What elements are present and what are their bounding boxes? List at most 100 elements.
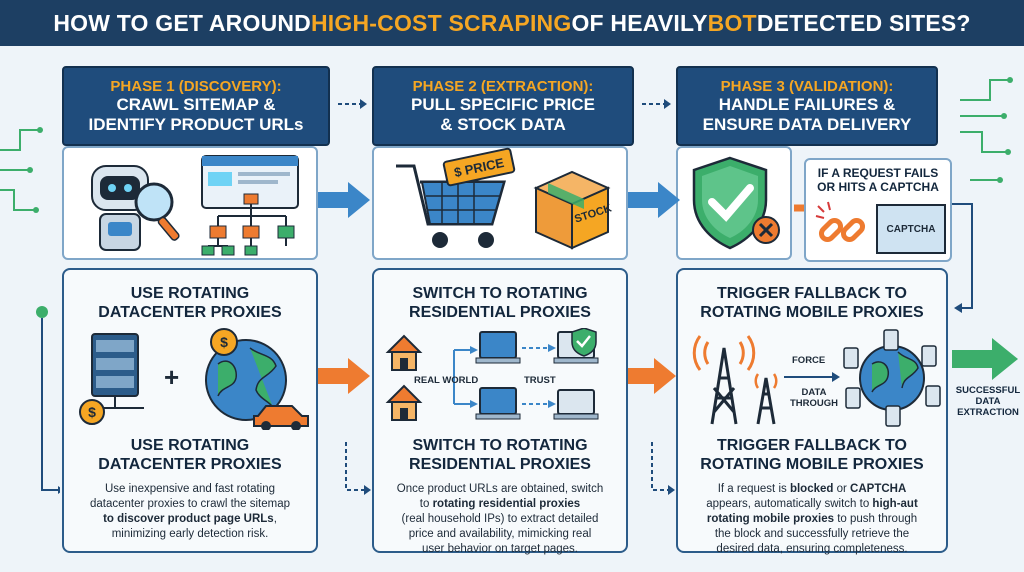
- phase-2-illustration: $ PRICE STOCK: [372, 146, 628, 260]
- phase-1-body-bold: to discover product page URLs: [103, 512, 274, 525]
- phase-1-solution: USE ROTATING DATACENTER PROXIES $ + $ US…: [62, 268, 318, 553]
- server-icon: $: [79, 333, 144, 425]
- phase-2-solution-heading2-line-2: RESIDENTIAL PROXIES: [409, 456, 591, 474]
- residential-flow-diagram: [385, 328, 599, 421]
- phase-2-title-line-2: & STOCK DATA: [440, 114, 566, 134]
- laptop-icon: [475, 331, 599, 420]
- phase-3-body-line-3-rest: to push through: [834, 512, 918, 525]
- phase-2-header: PHASE 2 (EXTRACTION): PULL SPECIFIC PRIC…: [372, 66, 634, 146]
- phase-3-illustration: [676, 146, 792, 260]
- dashed-connector-2: [651, 442, 675, 495]
- success-line-3: EXTRACTION: [957, 406, 1019, 418]
- plus-icon: +: [164, 362, 180, 392]
- phase-3-title-line-2: ENSURE DATA DELIVERY: [702, 114, 912, 134]
- phase-3-solution: TRIGGER FALLBACK TO ROTATING MOBILE PROX…: [676, 268, 948, 555]
- robot-icon: [91, 165, 180, 251]
- phase-3-solution-heading2-line-1: TRIGGER FALLBACK TO: [717, 437, 907, 454]
- success-label: SUCCESSFUL DATA EXTRACTION: [952, 385, 1024, 419]
- phase-1-header: PHASE 1 (DISCOVERY): CRAWL SITEMAP & IDE…: [62, 66, 330, 146]
- phase-1-illustration: [62, 146, 318, 260]
- cell-tower-icon: [692, 335, 778, 425]
- success-line-2: DATA: [975, 395, 1001, 407]
- puzzle-icon: CAPTCHA: [876, 204, 946, 254]
- phase-2-solution-heading-line-1: SWITCH TO ROTATING: [412, 285, 588, 302]
- phase-1-description: Use inexpensive and fast rotating datace…: [76, 482, 304, 542]
- failure-label-line-2: OR HITS A CAPTCHA: [817, 180, 939, 195]
- phase-1-solution-heading-line-2: DATACENTER PROXIES: [98, 304, 282, 322]
- phase-3-description: If a request is blocked or CAPTCHA appea…: [690, 482, 934, 557]
- shield-check-icon: [553, 328, 599, 364]
- solution-arrow-1-2: [318, 358, 370, 394]
- solution-arrow-2-3: [628, 358, 676, 394]
- circuit-decoration-left: [0, 127, 60, 494]
- phase-2-body-line-5: user behavior on target pages.: [422, 542, 578, 555]
- shield-x-icon: [692, 156, 780, 250]
- flow-label-through: THROUGH: [790, 397, 839, 409]
- cart-icon: [396, 164, 506, 248]
- sitemap-icon: [201, 155, 299, 256]
- phase-3-solution-heading2-line-2: ROTATING MOBILE PROXIES: [700, 456, 924, 474]
- phase-2-solution-heading2-line-1: SWITCH TO ROTATING: [412, 437, 588, 454]
- phase-1-body-line-4: minimizing early detection risk.: [111, 527, 269, 540]
- title-part-1: HOW TO GET AROUND: [53, 9, 311, 36]
- phase-3-solution-heading-line-1: TRIGGER FALLBACK TO: [717, 285, 907, 302]
- flow-label-trust: TRUST: [524, 375, 556, 386]
- phase-2-solution: SWITCH TO ROTATING RESIDENTIAL PROXIES R…: [372, 268, 628, 555]
- phase-3-title-line-1: HANDLE FAILURES &: [718, 95, 896, 115]
- phase-3-body-line-1-pre: If a request is: [717, 483, 790, 495]
- dashed-connector-1: [345, 442, 371, 495]
- phase-2-tag: PHASE 2 (EXTRACTION):: [412, 77, 594, 95]
- phase-1-solution-heading-line-1: USE ROTATING: [130, 285, 250, 302]
- phase-2-body-line-3: (real household IPs) to extract detailed: [401, 512, 599, 525]
- title-highlight-high-cost: HIGH-COST SCRAPING: [311, 9, 572, 36]
- phase-3-body-line-1-mid: or: [833, 483, 851, 495]
- phase-2-title-line-1: PULL SPECIFIC PRICE: [411, 95, 595, 115]
- phase-1-title-line-2: IDENTIFY PRODUCT URLs: [88, 114, 304, 134]
- force-arrow: [784, 372, 840, 382]
- phase-3-body-bold-blocked: blocked: [789, 483, 834, 495]
- phase-2-body-line-4: price and availability, mimicking real: [408, 527, 592, 540]
- globe-devices-icon: [843, 329, 941, 427]
- phase-2-body-bold: rotating residential proxies: [432, 497, 581, 510]
- flow-label-data: DATA: [801, 387, 827, 398]
- circuit-decoration-right: [960, 77, 1013, 183]
- phase-2-body-line-1: Once product URLs are obtained, switch: [396, 483, 604, 495]
- phase-3-solution-heading-line-2: ROTATING MOBILE PROXIES: [700, 304, 924, 322]
- stage-arrow-2-3: [628, 182, 680, 218]
- captcha-text: CAPTCHA: [886, 223, 936, 235]
- phase-3-body-bold-mobile: rotating mobile proxies: [706, 512, 835, 525]
- phase-3-tag: PHASE 3 (VALIDATION):: [720, 77, 894, 95]
- svg-text:$: $: [220, 334, 228, 350]
- title-part-5: DETECTED SITES?: [756, 9, 971, 36]
- phase-3-body-line-4: the block and successfully retrieve the: [714, 527, 910, 540]
- phase-1-body-line-2: datacenter proxies to crawl the sitemap: [89, 497, 291, 510]
- phase-2-solution-heading-line-2: RESIDENTIAL PROXIES: [409, 304, 591, 322]
- magnifier-icon: [134, 182, 174, 222]
- header-arrow-1-2: [338, 99, 367, 109]
- house-icon: [385, 334, 423, 421]
- phase-1-tag: PHASE 1 (DISCOVERY):: [110, 77, 282, 95]
- success-line-1: SUCCESSFUL: [955, 385, 1021, 396]
- stage-arrow-1-2: [318, 182, 370, 218]
- phase-3-body-bold-captcha: CAPTCHA: [850, 483, 907, 495]
- phase-3-body-bold-high-aut: high-aut: [872, 497, 918, 510]
- failure-captcha-box: IF A REQUEST FAILS OR HITS A CAPTCHA CAP…: [804, 158, 952, 262]
- phase-2-description: Once product URLs are obtained, switch t…: [386, 482, 614, 557]
- globe-icon: $: [205, 328, 309, 430]
- flow-label-force: FORCE: [792, 355, 826, 366]
- title-highlight-bot: BOT: [707, 9, 757, 36]
- title-part-3: OF HEAVILY: [571, 9, 708, 36]
- svg-text:$: $: [88, 404, 96, 420]
- success-arrow: [952, 338, 1018, 380]
- dollar-icon: [79, 399, 105, 425]
- phase-3-body-line-5: desired data, ensuring completeness.: [716, 542, 908, 555]
- broken-link-icon: [815, 201, 866, 243]
- header-arrow-2-3: [642, 99, 671, 109]
- phase-1-body-line-1: Use inexpensive and fast rotating: [104, 483, 276, 495]
- box-icon: [533, 170, 611, 250]
- phase-1-title-line-1: CRAWL SITEMAP &: [116, 95, 276, 115]
- flow-label-real-world: REAL WORLD: [414, 375, 479, 386]
- page-title: HOW TO GET AROUND HIGH-COST SCRAPING OF …: [0, 0, 1024, 46]
- phase-3-body-line-2-pre: appears, automatically switch to: [706, 497, 873, 510]
- price-tag-label: $ PRICE: [452, 154, 506, 180]
